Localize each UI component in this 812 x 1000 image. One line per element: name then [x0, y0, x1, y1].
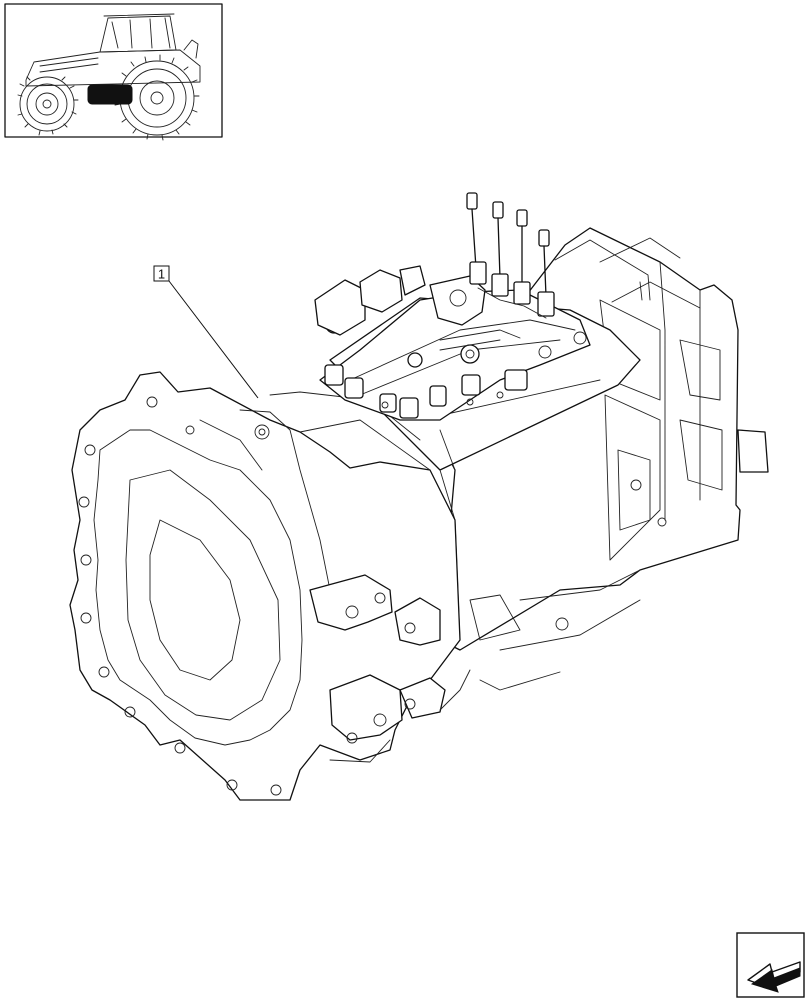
control-valve-block — [314, 192, 591, 421]
callout-box — [153, 265, 170, 282]
locator-thumbnail — [4, 3, 223, 141]
transmission-assembly — [69, 192, 769, 801]
arrow-icon[interactable] — [736, 932, 805, 998]
thumbnail-frame — [4, 3, 223, 138]
callout-1[interactable]: 1 — [153, 265, 259, 399]
leader-line — [168, 280, 259, 399]
transmission-highlight — [87, 84, 133, 105]
callout-number: 1 — [158, 267, 165, 282]
tractor-icon — [17, 13, 201, 141]
